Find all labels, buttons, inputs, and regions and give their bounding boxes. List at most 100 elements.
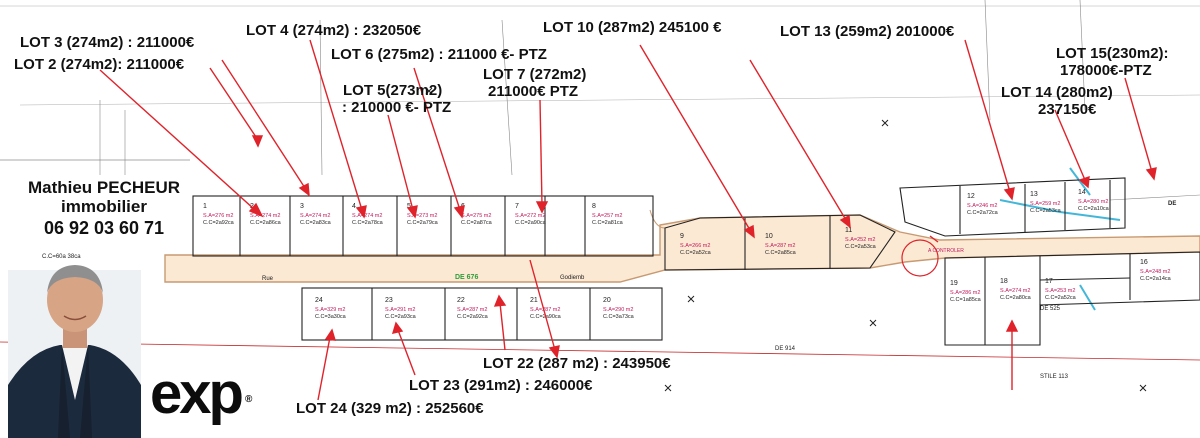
lot-label-23: LOT 23 (291m2) : 246000€ <box>409 377 593 394</box>
lot-cadastral: C.C=1a85ca <box>950 297 982 303</box>
lot-label-10: LOT 10 (287m2) 245100 € <box>543 19 722 36</box>
lot-cadastral: C.C=2a72ca <box>967 210 999 216</box>
lot-cadastral: C.C=2a78ca <box>352 220 384 226</box>
lot-number: 3 <box>300 203 304 210</box>
survey-lines <box>0 0 1200 361</box>
lot-number: 23 <box>385 297 393 304</box>
red-arrows <box>99 39 1157 401</box>
road <box>164 209 1200 283</box>
exp-logo-text: exp <box>150 361 244 426</box>
lot-label-14-line1: LOT 14 (280m2) <box>1001 84 1113 101</box>
agent-photo <box>8 265 141 438</box>
lot-label-24: LOT 24 (329 m2) : 252560€ <box>296 400 484 417</box>
lot-number: 1 <box>203 203 207 210</box>
lot-surface: S.A=290 m2 <box>603 307 633 313</box>
lot-label-5-line1: LOT 5(273m2) <box>343 82 443 99</box>
lot-cadastral: C.C=2a52ca <box>680 250 712 256</box>
lot-surface: S.A=274 m2 <box>352 213 382 219</box>
lot-surface: S.A=257 m2 <box>592 213 622 219</box>
lot-cadastral: C.C=2a10ca <box>1078 206 1110 212</box>
lot-surface: S.A=287 m2 <box>765 243 795 249</box>
lot-label-15-line1: LOT 15(230m2): <box>1056 45 1169 62</box>
lot-label-5-line2: : 210000 €- PTZ <box>342 99 452 116</box>
lot-surface: S.A=274 m2 <box>300 213 330 219</box>
lot-number: 19 <box>950 280 958 287</box>
lot-label-6: LOT 6 (275m2) : 211000 €- PTZ <box>331 46 547 63</box>
lot-surface: S.A=252 m2 <box>845 237 875 243</box>
lot-cadastral: C.C=2a92ca <box>203 220 235 226</box>
lot-label-7-line1: LOT 7 (272m2) <box>483 66 587 83</box>
lot-surface: S.A=291 m2 <box>385 307 415 313</box>
lot-label-4: LOT 4 (274m2) : 232050€ <box>246 22 422 39</box>
lot-surface: S.A=287 m2 <box>457 307 487 313</box>
lot-top-right-ref: DE <box>1168 201 1176 207</box>
lot-surface: S.A=259 m2 <box>1030 201 1060 207</box>
registered-mark-icon: ® <box>244 394 253 405</box>
lot-surface: S.A=274 m2 <box>250 213 280 219</box>
lot-surface: S.A=266 m2 <box>680 243 710 249</box>
lot-cadastral: C.C=2a86ca <box>250 220 282 226</box>
exp-logo: exp® <box>150 361 252 426</box>
lot-cadastral: C.C=2a14ca <box>1140 276 1172 282</box>
lot-cadastral: C.C=2a90ca <box>515 220 547 226</box>
lots-middle-row <box>664 214 896 271</box>
lot-surface: S.A=286 m2 <box>950 290 980 296</box>
lot-surface: S.A=253 m2 <box>1045 288 1075 294</box>
lot-cadastral: C.C=3a30ca <box>315 314 347 320</box>
lot-cadastral: C.C=3a73ca <box>603 314 635 320</box>
lot-number: 12 <box>967 193 975 200</box>
lot-cadastral: C.C=2a85ca <box>765 250 797 256</box>
left-parcel-label: C.C=60a 38ca <box>42 254 81 260</box>
lot-number: 10 <box>765 233 773 240</box>
lot-label-22: LOT 22 (287 m2) : 243950€ <box>483 355 671 372</box>
lot-number: 9 <box>680 233 684 240</box>
lot-cadastral: C.C=2a53ca <box>1030 208 1062 214</box>
lot-number: 8 <box>592 203 596 210</box>
controller-label: A CONTROLER <box>928 248 964 254</box>
lot-surface: S.A=329 m2 <box>315 307 345 313</box>
lot-number: 13 <box>1030 191 1038 198</box>
agent-title: immobilier <box>61 197 147 216</box>
stile-label: STILE 113 <box>1040 374 1069 380</box>
lot-number: 11 <box>845 227 852 234</box>
lot-cadastral: C.C=2a53ca <box>845 244 877 250</box>
water-lines <box>999 167 1121 311</box>
lot-label-7-line2: 211000€ PTZ <box>488 83 579 100</box>
lot-surface: S.A=246 m2 <box>967 203 997 209</box>
lot-cadastral: C.C=2a87ca <box>461 220 493 226</box>
lot-number: 14 <box>1078 189 1086 196</box>
lot-surface: S.A=280 m2 <box>1078 199 1108 205</box>
road-name-left: Rue <box>262 276 274 282</box>
agent-phone: 06 92 03 60 71 <box>43 218 165 238</box>
lot-number: 21 <box>530 297 538 304</box>
lot-surface: S.A=287 m2 <box>530 307 560 313</box>
lot-surface: S.A=275 m2 <box>461 213 491 219</box>
lot-number: 4 <box>352 203 356 210</box>
controller-circle <box>901 239 939 277</box>
parcel-ref-bottom: DE 914 <box>775 346 796 352</box>
lot-cadastral: C.C=2a92ca <box>457 314 489 320</box>
lot-number: 5 <box>407 203 411 210</box>
lot-cadastral: C.C=2a83ca <box>300 220 332 226</box>
lot-label-3: LOT 3 (274m2) : 211000€ <box>20 34 195 51</box>
agent-name: Mathieu PECHEUR <box>27 178 181 197</box>
lot-label-2: LOT 2 (274m2): 211000€ <box>14 56 185 73</box>
lot-label-14-line2: 237150€ <box>1038 101 1097 118</box>
lot-surface: S.A=272 m2 <box>515 213 545 219</box>
lot-cadastral: C.C=2a81ca <box>592 220 624 226</box>
lot-number: 7 <box>515 203 519 210</box>
lot-surface: S.A=273 m2 <box>407 213 437 219</box>
lot-number: 17 <box>1045 278 1053 285</box>
lots-bottom-row <box>301 287 663 341</box>
lots-top-row <box>192 195 654 257</box>
lot-number: 16 <box>1140 259 1148 266</box>
lot-cadastral: C.C=2a79ca <box>407 220 439 226</box>
road-label: DE 676 <box>455 274 478 281</box>
lot-cadastral: C.C=2a52ca <box>1045 295 1077 301</box>
lot-label-13: LOT 13 (259m2) 201000€ <box>780 23 955 40</box>
lot-cadastral: C.C=2a93ca <box>385 314 417 320</box>
parcel-ref-right: DE 525 <box>1040 306 1061 312</box>
lot-number: 20 <box>603 297 611 304</box>
lot-surface: S.A=276 m2 <box>203 213 233 219</box>
